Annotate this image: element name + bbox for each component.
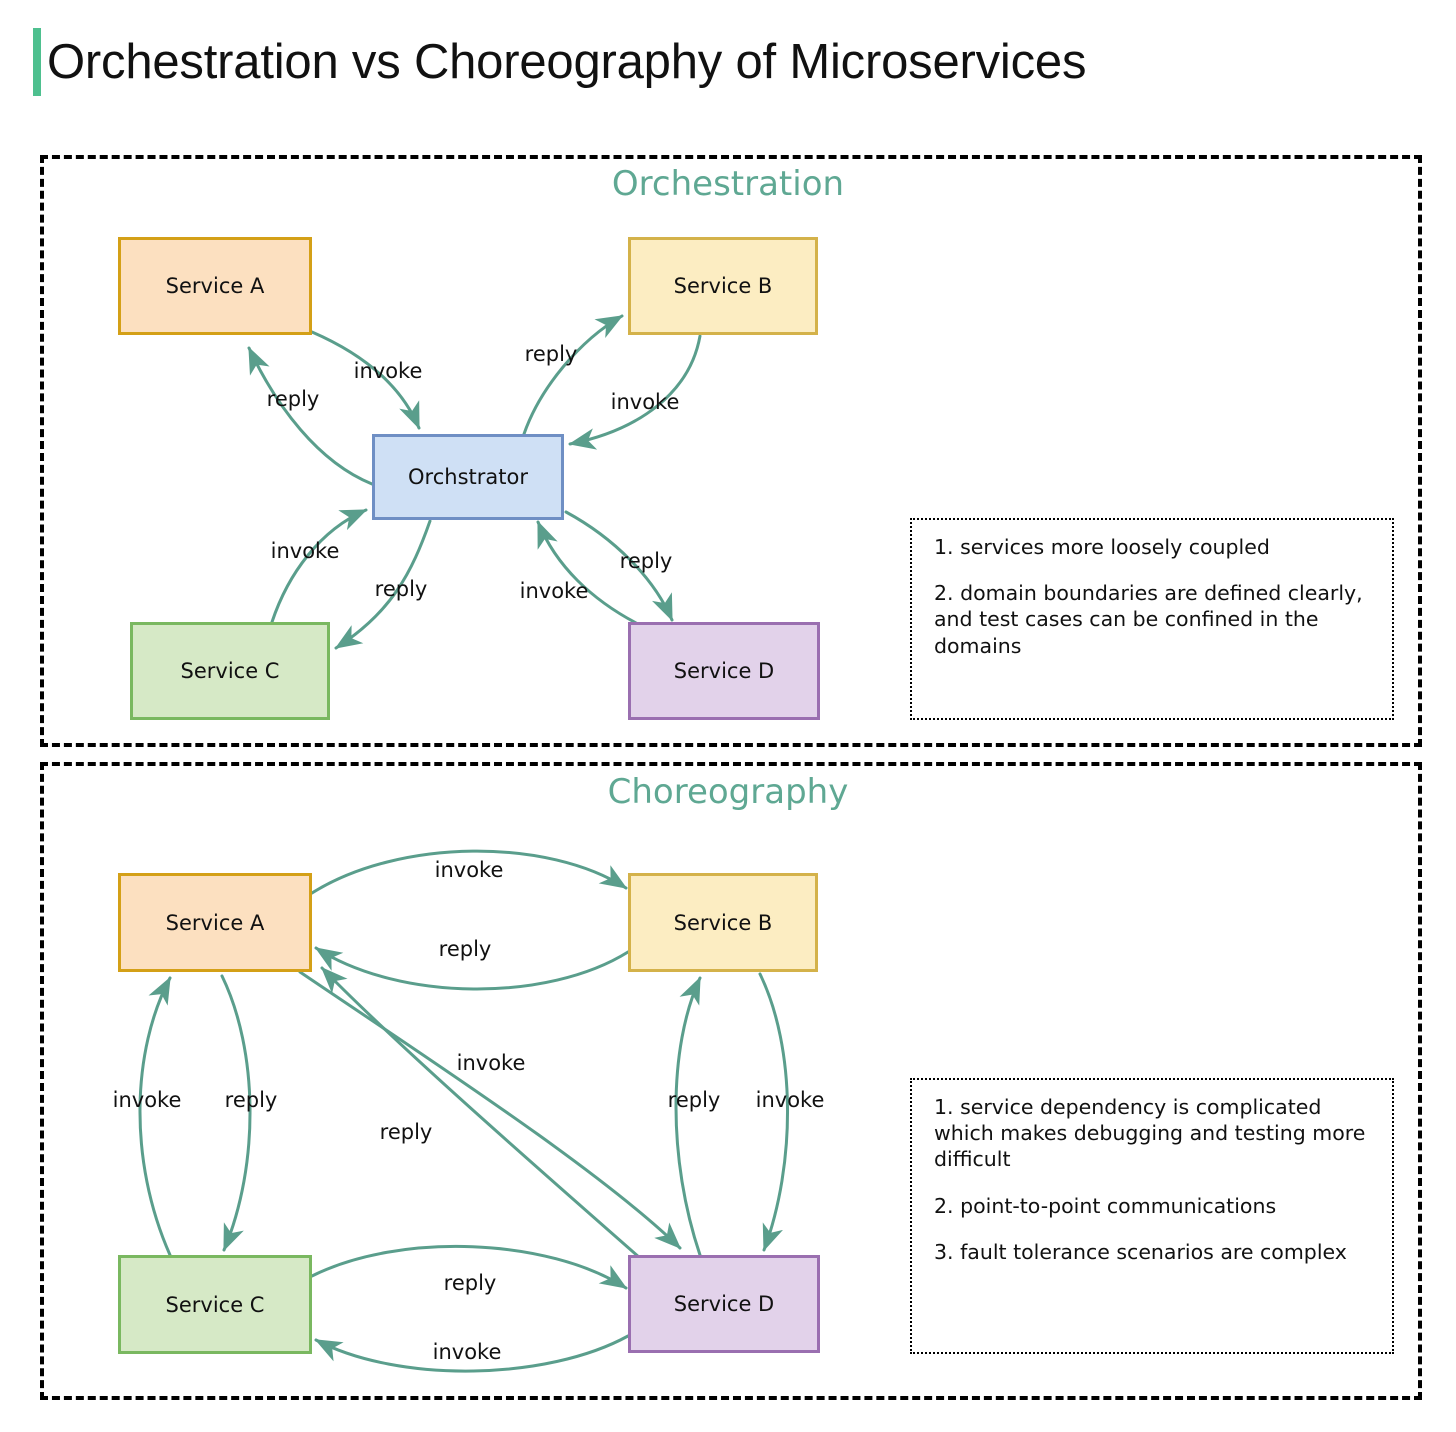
- choreography-notes-box: 1. service dependency is complicated whi…: [910, 1078, 1394, 1354]
- choreography-node-service-d[interactable]: Service D: [628, 1255, 820, 1353]
- node-label: Orchstrator: [408, 465, 528, 489]
- edge-label-chor-invoke-ca: invoke: [112, 1088, 182, 1112]
- orchestration-node-service-a[interactable]: Service A: [118, 237, 312, 335]
- edge-label-orch-reply-d: reply: [619, 549, 673, 573]
- edge-label-chor-invoke-ab: invoke: [434, 858, 504, 882]
- note-item: 2. point-to-point communications: [934, 1193, 1277, 1218]
- choreography-section-title: Choreography: [607, 772, 849, 812]
- orchestration-node-service-c[interactable]: Service C: [130, 622, 330, 720]
- edge-label-chor-invoke-bd: invoke: [755, 1088, 825, 1112]
- orchestration-section-title: Orchestration: [611, 164, 845, 204]
- edge-label-chor-reply-da: reply: [379, 1120, 433, 1144]
- node-label: Service A: [165, 274, 265, 298]
- orchestration-node-orchestrator[interactable]: Orchstrator: [372, 434, 564, 520]
- edge-label-chor-reply-ac: reply: [224, 1088, 278, 1112]
- page-title: Orchestration vs Choreography of Microse…: [33, 26, 1086, 98]
- edge-label-orch-invoke-d: invoke: [519, 579, 589, 603]
- node-label: Service B: [673, 910, 773, 935]
- edge-label-chor-reply-db: reply: [667, 1088, 721, 1112]
- node-label: Service D: [673, 659, 775, 683]
- choreography-node-service-b[interactable]: Service B: [628, 873, 818, 972]
- edge-label-orch-invoke-b: invoke: [610, 390, 680, 414]
- node-label: Service D: [673, 1292, 775, 1316]
- edge-label-orch-invoke-a: invoke: [353, 359, 423, 383]
- node-label: Service B: [673, 274, 773, 298]
- orchestration-notes-box: 1. services more loosely coupled 2. doma…: [910, 518, 1394, 720]
- note-item: 1. services more loosely coupled: [934, 535, 1270, 559]
- edge-label-chor-reply-cd: reply: [443, 1271, 497, 1295]
- edge-label-orch-reply-a: reply: [266, 387, 320, 411]
- edge-label-chor-reply-ab: reply: [438, 937, 492, 961]
- edge-label-chor-invoke-dc: invoke: [432, 1340, 502, 1364]
- node-label: Service A: [165, 910, 265, 935]
- choreography-node-service-c[interactable]: Service C: [118, 1255, 312, 1354]
- note-item: 1. service dependency is complicated whi…: [934, 1095, 1366, 1172]
- orchestration-node-service-d[interactable]: Service D: [628, 622, 820, 720]
- choreography-node-service-a[interactable]: Service A: [118, 873, 312, 972]
- edge-label-orch-invoke-c: invoke: [270, 539, 340, 563]
- choreography-section-frame: [40, 762, 1422, 1400]
- node-label: Service C: [180, 659, 280, 683]
- title-accent-bar: [33, 28, 41, 96]
- note-item: 3. fault tolerance scenarios are complex: [934, 1239, 1347, 1264]
- node-label: Service C: [165, 1292, 265, 1317]
- page-title-text: Orchestration vs Choreography of Microse…: [47, 34, 1087, 89]
- note-item: 2. domain boundaries are defined clearly…: [934, 581, 1363, 658]
- orchestration-section-frame: [40, 155, 1422, 747]
- edge-label-chor-invoke-ad: invoke: [456, 1051, 526, 1075]
- orchestration-node-service-b[interactable]: Service B: [628, 237, 818, 335]
- edge-label-orch-reply-c: reply: [374, 577, 428, 601]
- edge-label-orch-reply-b: reply: [524, 342, 578, 366]
